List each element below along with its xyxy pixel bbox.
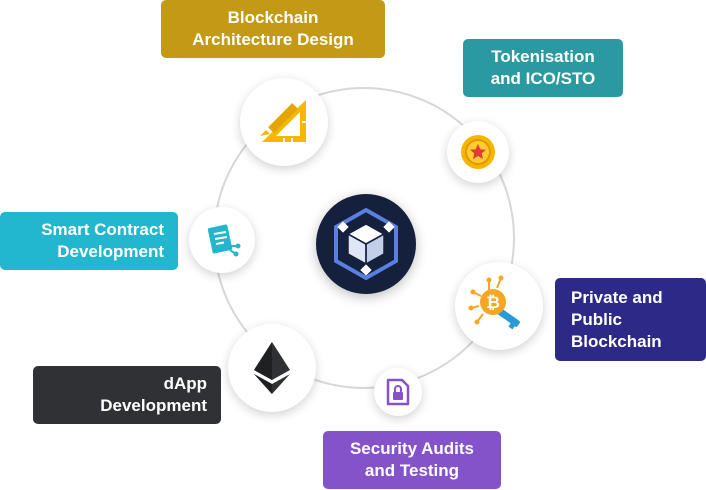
bitcoin-key-icon: ₿ xyxy=(468,275,520,330)
label-line: Blockchain xyxy=(227,8,319,27)
label-blockchain-architecture[interactable]: Blockchain Architecture Design xyxy=(161,0,385,58)
ethereum-icon xyxy=(254,342,290,394)
label-line: Development xyxy=(57,242,164,261)
label-line: Tokenisation xyxy=(491,47,595,66)
ruler-pencil-icon xyxy=(260,100,306,142)
label-line: and Testing xyxy=(364,461,460,480)
label-security[interactable]: Security Audits and Testing xyxy=(323,431,501,489)
label-smart-contract[interactable]: Smart Contract Development xyxy=(0,212,178,270)
contract-document-icon xyxy=(207,224,241,257)
security-node[interactable] xyxy=(374,368,422,416)
center-hub xyxy=(316,194,416,294)
label-line: and ICO/STO xyxy=(490,69,596,88)
coin-icon xyxy=(461,135,495,169)
label-line: Security Audits xyxy=(349,439,475,458)
label-line: Private and xyxy=(571,287,663,307)
architecture-node[interactable] xyxy=(240,78,328,166)
smart-contract-node[interactable] xyxy=(189,207,255,273)
blockchain-cube-icon xyxy=(334,207,398,281)
label-line: Public xyxy=(571,309,623,329)
tokenisation-node[interactable] xyxy=(447,121,509,183)
label-line: Architecture Design xyxy=(192,30,354,49)
private-public-node[interactable]: ₿ xyxy=(455,262,543,350)
label-line: Blockchain xyxy=(571,331,662,351)
svg-text:₿: ₿ xyxy=(486,293,500,312)
label-line: Smart Contract xyxy=(41,220,164,239)
dapp-node[interactable] xyxy=(228,324,316,412)
lock-document-icon xyxy=(386,378,410,406)
label-private-public[interactable]: Private and Public Blockchain xyxy=(555,278,706,361)
label-dapp[interactable]: dApp Development xyxy=(33,366,221,424)
label-line: Development xyxy=(100,396,207,415)
label-line: dApp xyxy=(163,374,207,393)
label-tokenisation[interactable]: Tokenisation and ICO/STO xyxy=(463,39,623,97)
